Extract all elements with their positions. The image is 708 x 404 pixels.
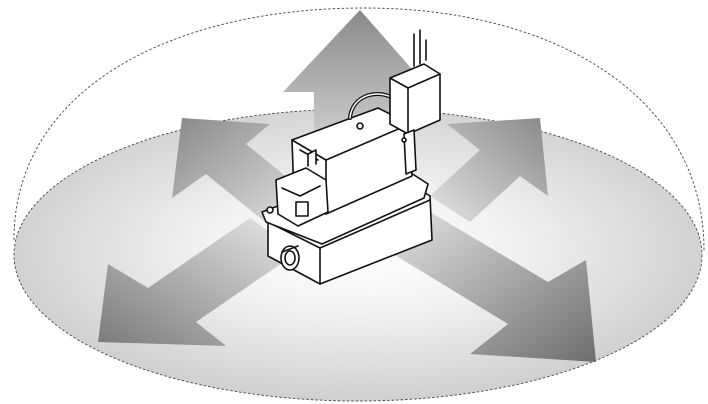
arrow-lower-right-icon [380, 206, 596, 362]
arrow-upper-right-icon [430, 118, 548, 222]
dome-outline [13, 7, 705, 251]
arrow-lower-left-icon [98, 218, 298, 346]
condensate-pump-icon [261, 29, 441, 285]
arrow-upper-left-icon [172, 118, 310, 226]
